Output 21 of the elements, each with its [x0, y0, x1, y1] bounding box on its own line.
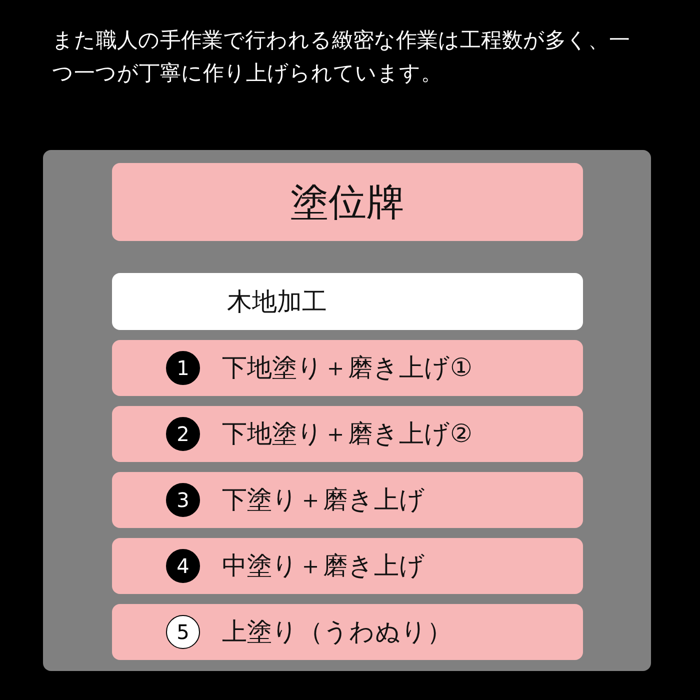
- step-box: [112, 604, 583, 660]
- panel-background: [43, 150, 651, 671]
- step-box: [112, 406, 583, 462]
- step-number: 3: [166, 483, 200, 517]
- process-box: [112, 273, 583, 330]
- step-box: [112, 538, 583, 594]
- step-number: 2: [166, 417, 200, 451]
- step-box: [112, 340, 583, 396]
- step-label: 下塗り＋磨き上げ: [222, 484, 425, 516]
- step-number: 4: [166, 549, 200, 583]
- heading: 塗位牌: [290, 179, 406, 226]
- step-label: 木地加工: [227, 286, 327, 318]
- step-number: 5: [166, 615, 200, 649]
- title-box: [112, 163, 583, 241]
- step-box: [112, 472, 583, 528]
- step-label: 下地塗り＋磨き上げ②: [222, 418, 472, 450]
- intro-text: また職人の手作業で行われる緻密な作業は工程数が多く、一つ一つが丁寧に作り上げられています。: [52, 27, 631, 87]
- step-number: 1: [166, 351, 200, 385]
- step-label: 中塗り＋磨き上げ: [222, 550, 425, 582]
- step-label: 上塗り（うわぬり）: [222, 616, 452, 648]
- step-label: 下地塗り＋磨き上げ①: [222, 352, 472, 384]
